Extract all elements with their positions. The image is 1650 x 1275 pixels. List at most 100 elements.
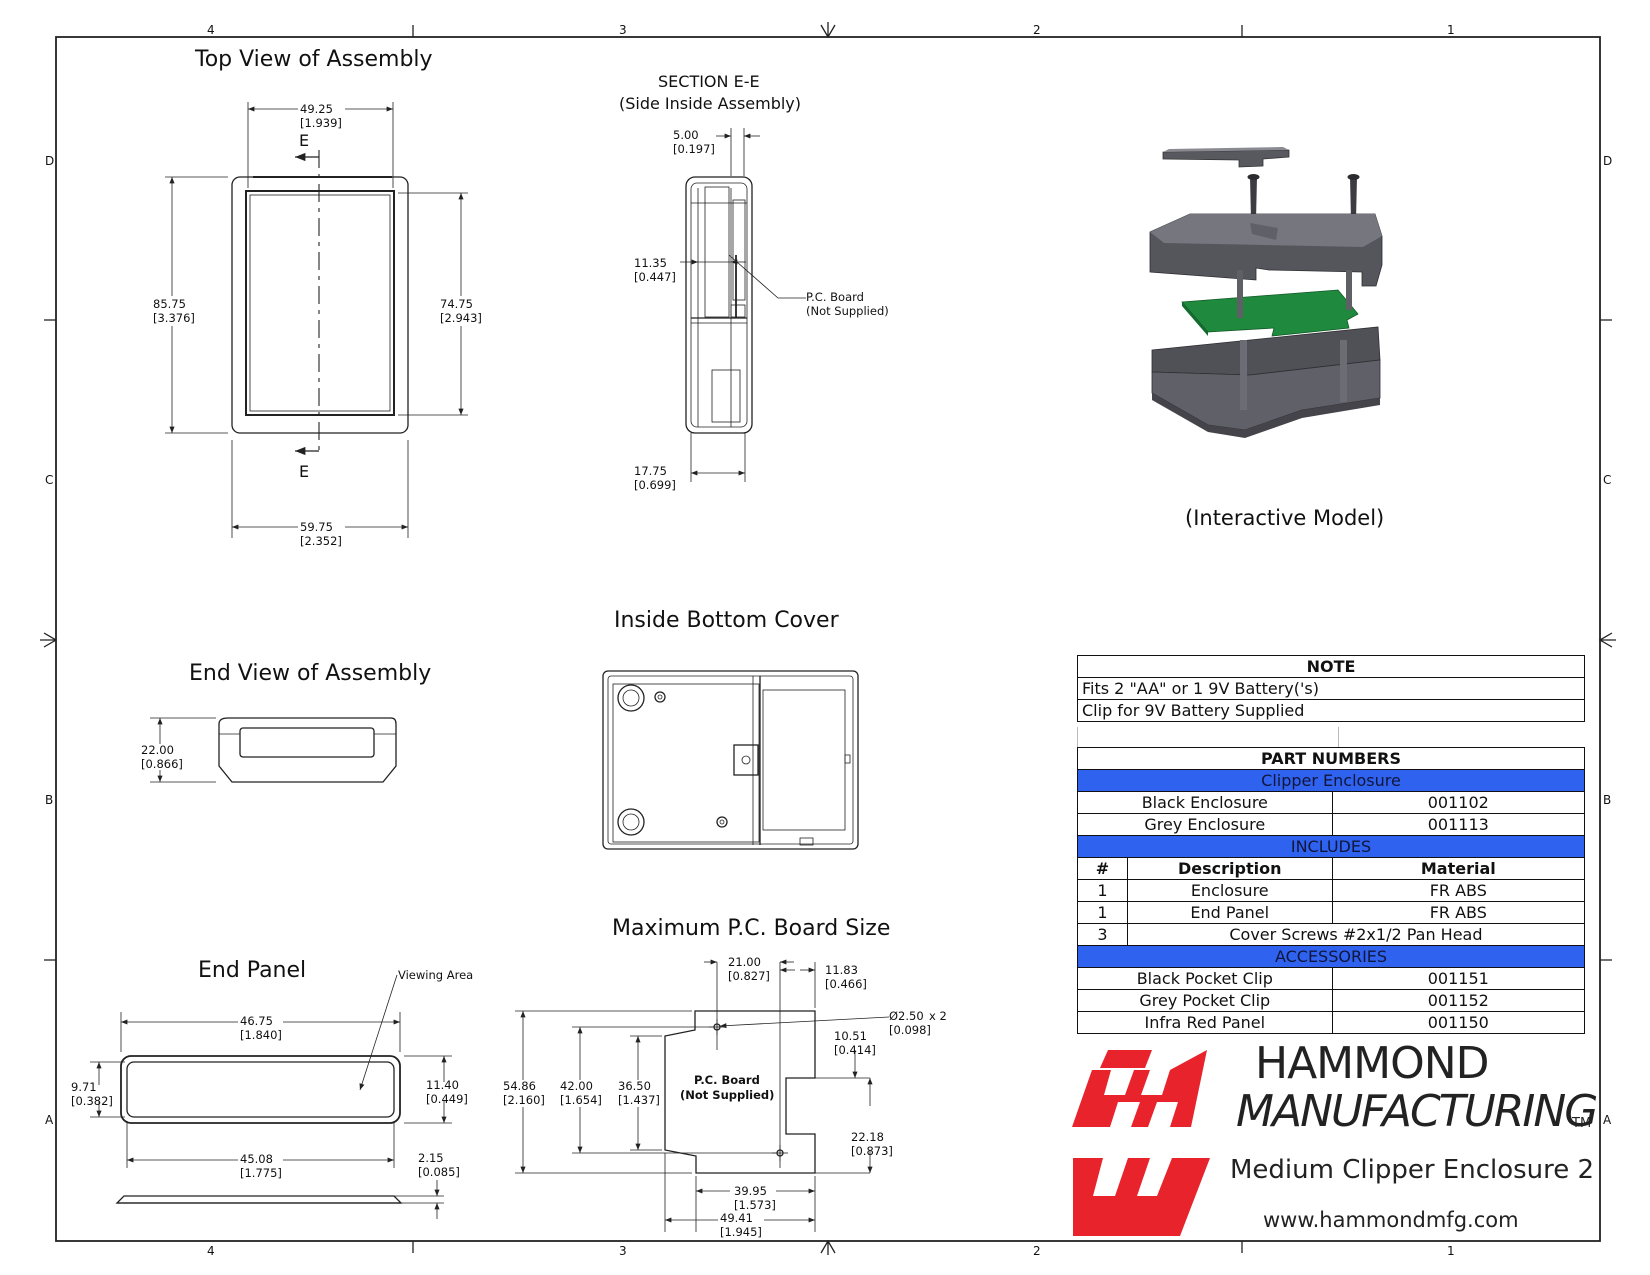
part-numbers-header: PART NUMBERS: [1077, 747, 1585, 770]
pcb-label: P.C. Board: [694, 1073, 760, 1087]
enclosure-number: 001113: [1331, 813, 1586, 836]
include-desc: Cover Screws #2x1/2 Pan Head: [1126, 923, 1586, 946]
company-name-line1: HAMMOND: [1255, 1038, 1490, 1089]
zone-bottom-1: 1: [1447, 1244, 1455, 1258]
top-view: Top View of Assembly E E 49.25 [1.939] 8…: [153, 47, 482, 548]
company-url[interactable]: www.hammondmfg.com: [1263, 1208, 1519, 1232]
zone-bottom-3: 3: [619, 1244, 627, 1258]
dim-pcb-bottom-width: 39.95: [734, 1184, 767, 1198]
dim-panel-width: 46.75: [240, 1014, 273, 1028]
zone-left-B: B: [45, 793, 53, 807]
dim-pcb-hole-qty: x 2: [929, 1009, 947, 1023]
zone-right-A: A: [1603, 1113, 1612, 1127]
end-view-title: End View of Assembly: [189, 661, 431, 686]
dim-section-thickness: 17.75: [634, 464, 667, 478]
dim-section-wall: 5.00: [673, 128, 699, 142]
dim-top-width-inner: 49.25: [300, 102, 333, 116]
drawing-frame: [40, 22, 1616, 1255]
bottom-cover-view: Inside Bottom Cover: [602, 608, 859, 850]
col-qty: #: [1077, 857, 1128, 880]
section-pcb-callout: P.C. Board: [806, 290, 864, 304]
zone-left-C: C: [45, 473, 53, 487]
dim-top-width-inner-in: [1.939]: [300, 116, 342, 130]
section-marker-top: E: [299, 131, 309, 150]
dim-panel-height: 11.40: [426, 1078, 459, 1092]
product-name: Medium Clipper Enclosure 2: [1230, 1155, 1595, 1185]
dim-section-thickness-in: [0.699]: [634, 478, 676, 492]
accessory-number: 001150: [1331, 1011, 1586, 1034]
include-qty: 1: [1077, 901, 1128, 924]
end-panel-title: End Panel: [198, 958, 306, 983]
dim-pcb-hole-dia: Ø2.50: [889, 1009, 924, 1023]
trademark-mark: TM: [1572, 1116, 1592, 1131]
note-header: NOTE: [1077, 655, 1585, 678]
dim-section-depth-in: [0.447]: [634, 270, 676, 284]
dim-pcb-height: 54.86: [503, 1079, 536, 1093]
pcb-label-note: (Not Supplied): [680, 1088, 774, 1102]
table-row: Grey Pocket Clip 001152: [1077, 989, 1586, 1012]
section-pcb-callout-note: (Not Supplied): [806, 304, 889, 318]
dim-section-depth: 11.35: [634, 256, 667, 270]
enclosure-name: Grey Enclosure: [1077, 813, 1333, 836]
dim-pcb-height-in: [2.160]: [503, 1093, 545, 1107]
include-desc: End Panel: [1126, 901, 1333, 924]
dim-pcb-lower: 22.18: [851, 1130, 884, 1144]
col-description: Description: [1126, 857, 1333, 880]
zone-right-C: C: [1603, 473, 1611, 487]
dim-pcb-right-offset: 11.83: [825, 963, 858, 977]
note-row: Clip for 9V Battery Supplied: [1077, 699, 1585, 722]
dim-pcb-hole-span: 42.00: [560, 1079, 593, 1093]
dim-pcb-hole-dia-in: [0.098]: [889, 1023, 931, 1037]
accessory-name: Black Pocket Clip: [1077, 967, 1333, 990]
accessory-number: 001151: [1331, 967, 1586, 990]
note-row: Fits 2 "AA" or 1 9V Battery('s): [1077, 677, 1585, 700]
table-row: Black Enclosure 001102: [1077, 791, 1586, 814]
enclosure-name: Black Enclosure: [1077, 791, 1333, 814]
dim-pcb-narrow-height-in: [1.437]: [618, 1093, 660, 1107]
part-numbers-table: PART NUMBERS Clipper Enclosure Black Enc…: [1077, 747, 1586, 1034]
zone-right-B: B: [1603, 793, 1611, 807]
table-row: 1 End Panel FR ABS: [1077, 901, 1586, 924]
include-qty: 1: [1077, 879, 1128, 902]
model-caption: (Interactive Model): [1185, 506, 1384, 530]
include-desc: Enclosure: [1126, 879, 1333, 902]
dim-top-width: 59.75: [300, 520, 333, 534]
accessory-name: Grey Pocket Clip: [1077, 989, 1333, 1012]
band-accessories: ACCESSORIES: [1077, 945, 1585, 968]
dim-pcb-hole-span-in: [1.654]: [560, 1093, 602, 1107]
dim-pcb-width-in: [1.945]: [720, 1225, 762, 1239]
band-includes: INCLUDES: [1077, 835, 1585, 858]
include-material: FR ABS: [1331, 879, 1586, 902]
dim-panel-thickness-in: [0.085]: [418, 1165, 460, 1179]
dim-panel-width-in: [1.840]: [240, 1028, 282, 1042]
enclosure-number: 001102: [1331, 791, 1586, 814]
zone-left-A: A: [45, 1113, 54, 1127]
note-table: NOTE Fits 2 "AA" or 1 9V Battery('s) Cli…: [1077, 655, 1585, 722]
zone-top-1: 1: [1447, 23, 1455, 37]
top-view-title: Top View of Assembly: [194, 47, 433, 72]
dim-section-wall-in: [0.197]: [673, 142, 715, 156]
dim-end-height-in: [0.866]: [141, 757, 183, 771]
dim-panel-window-w-in: [1.775]: [240, 1166, 282, 1180]
dim-top-length-inner: 74.75: [440, 297, 473, 311]
section-subtitle: (Side Inside Assembly): [619, 94, 801, 113]
section-marker-bottom: E: [299, 462, 309, 481]
zone-bottom-4: 4: [207, 1244, 215, 1258]
note-spacer: [1077, 727, 1585, 748]
hammond-logo: [1072, 1050, 1210, 1236]
dim-pcb-narrow-height: 36.50: [618, 1079, 651, 1093]
include-qty: 3: [1077, 923, 1128, 946]
accessory-number: 001152: [1331, 989, 1586, 1012]
dim-top-length-inner-in: [2.943]: [440, 311, 482, 325]
company-name-line2: MANUFACTURING: [1236, 1086, 1598, 1137]
zone-left-D: D: [45, 154, 54, 168]
dim-pcb-notch-y-in: [0.414]: [834, 1043, 876, 1057]
include-material: FR ABS: [1331, 901, 1586, 924]
dim-pcb-width: 49.41: [720, 1211, 753, 1225]
dim-panel-height-in: [0.449]: [426, 1092, 468, 1106]
dim-pcb-notch-y: 10.51: [834, 1029, 867, 1043]
dim-pcb-bottom-width-in: [1.573]: [734, 1198, 776, 1212]
zone-bottom-2: 2: [1033, 1244, 1041, 1258]
col-material: Material: [1331, 857, 1586, 880]
